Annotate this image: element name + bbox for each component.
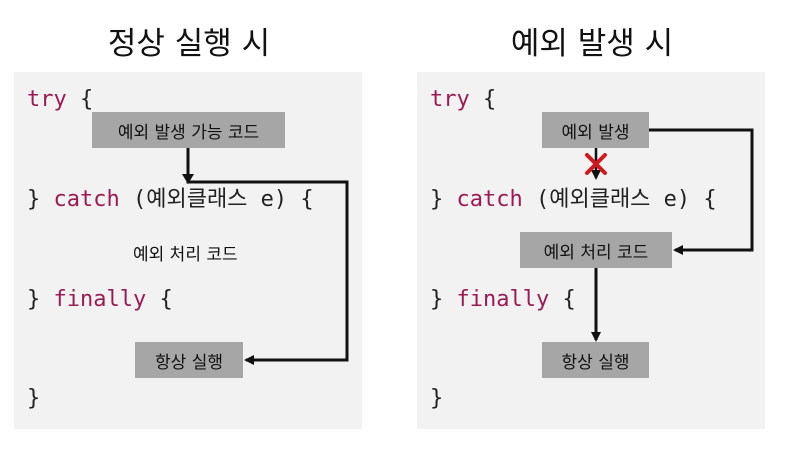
catch-args: (예외클래스 e) { — [522, 187, 717, 212]
right-finally-line: } finally { — [430, 289, 576, 311]
right-end-brace: } — [430, 386, 444, 411]
left-catch-text: 예외 처리 코드 — [133, 245, 238, 265]
close-brace: } — [430, 287, 457, 312]
left-end-brace: } — [27, 386, 41, 411]
finally-keyword: finally — [53, 287, 147, 312]
close-brace: } — [27, 187, 54, 212]
try-keyword: try — [27, 87, 67, 112]
catch-keyword: catch — [53, 187, 120, 212]
catch-keyword: catch — [456, 187, 523, 212]
left-down-arrowhead — [182, 174, 194, 184]
catch-args: (예외클래스 e) { — [119, 187, 314, 212]
right-catch-line: } catch (예외클래스 e) { — [430, 189, 717, 211]
right-try-box: 예외 발생 — [542, 112, 649, 148]
right-catch-box: 예외 처리 코드 — [520, 232, 672, 268]
close-brace: } — [27, 287, 54, 312]
finally-brace: { — [549, 287, 576, 312]
right-finally-box: 항상 실행 — [542, 342, 649, 378]
open-brace: { — [469, 87, 497, 112]
left-finally-line: } finally { — [27, 289, 173, 311]
left-normal-flow-arrow — [186, 148, 349, 365]
left-panel: try { } catch (예외클래스 e) { } finally { } … — [14, 72, 362, 429]
left-try-box: 예외 발생 가능 코드 — [92, 112, 285, 148]
right-try-line: try { — [430, 89, 496, 111]
right-exception-flow-arrow — [649, 128, 754, 255]
left-catch-line: } catch (예외클래스 e) { — [27, 189, 314, 211]
close-brace: } — [430, 187, 457, 212]
finally-keyword: finally — [456, 287, 550, 312]
blocked-x-icon — [585, 153, 607, 175]
right-title: 예외 발생 시 — [510, 26, 674, 62]
left-finally-box: 항상 실행 — [135, 342, 243, 378]
finally-brace: { — [146, 287, 173, 312]
open-brace: { — [66, 87, 94, 112]
try-keyword: try — [430, 87, 470, 112]
left-try-line: try { — [27, 89, 93, 111]
left-title: 정상 실행 시 — [107, 26, 271, 62]
